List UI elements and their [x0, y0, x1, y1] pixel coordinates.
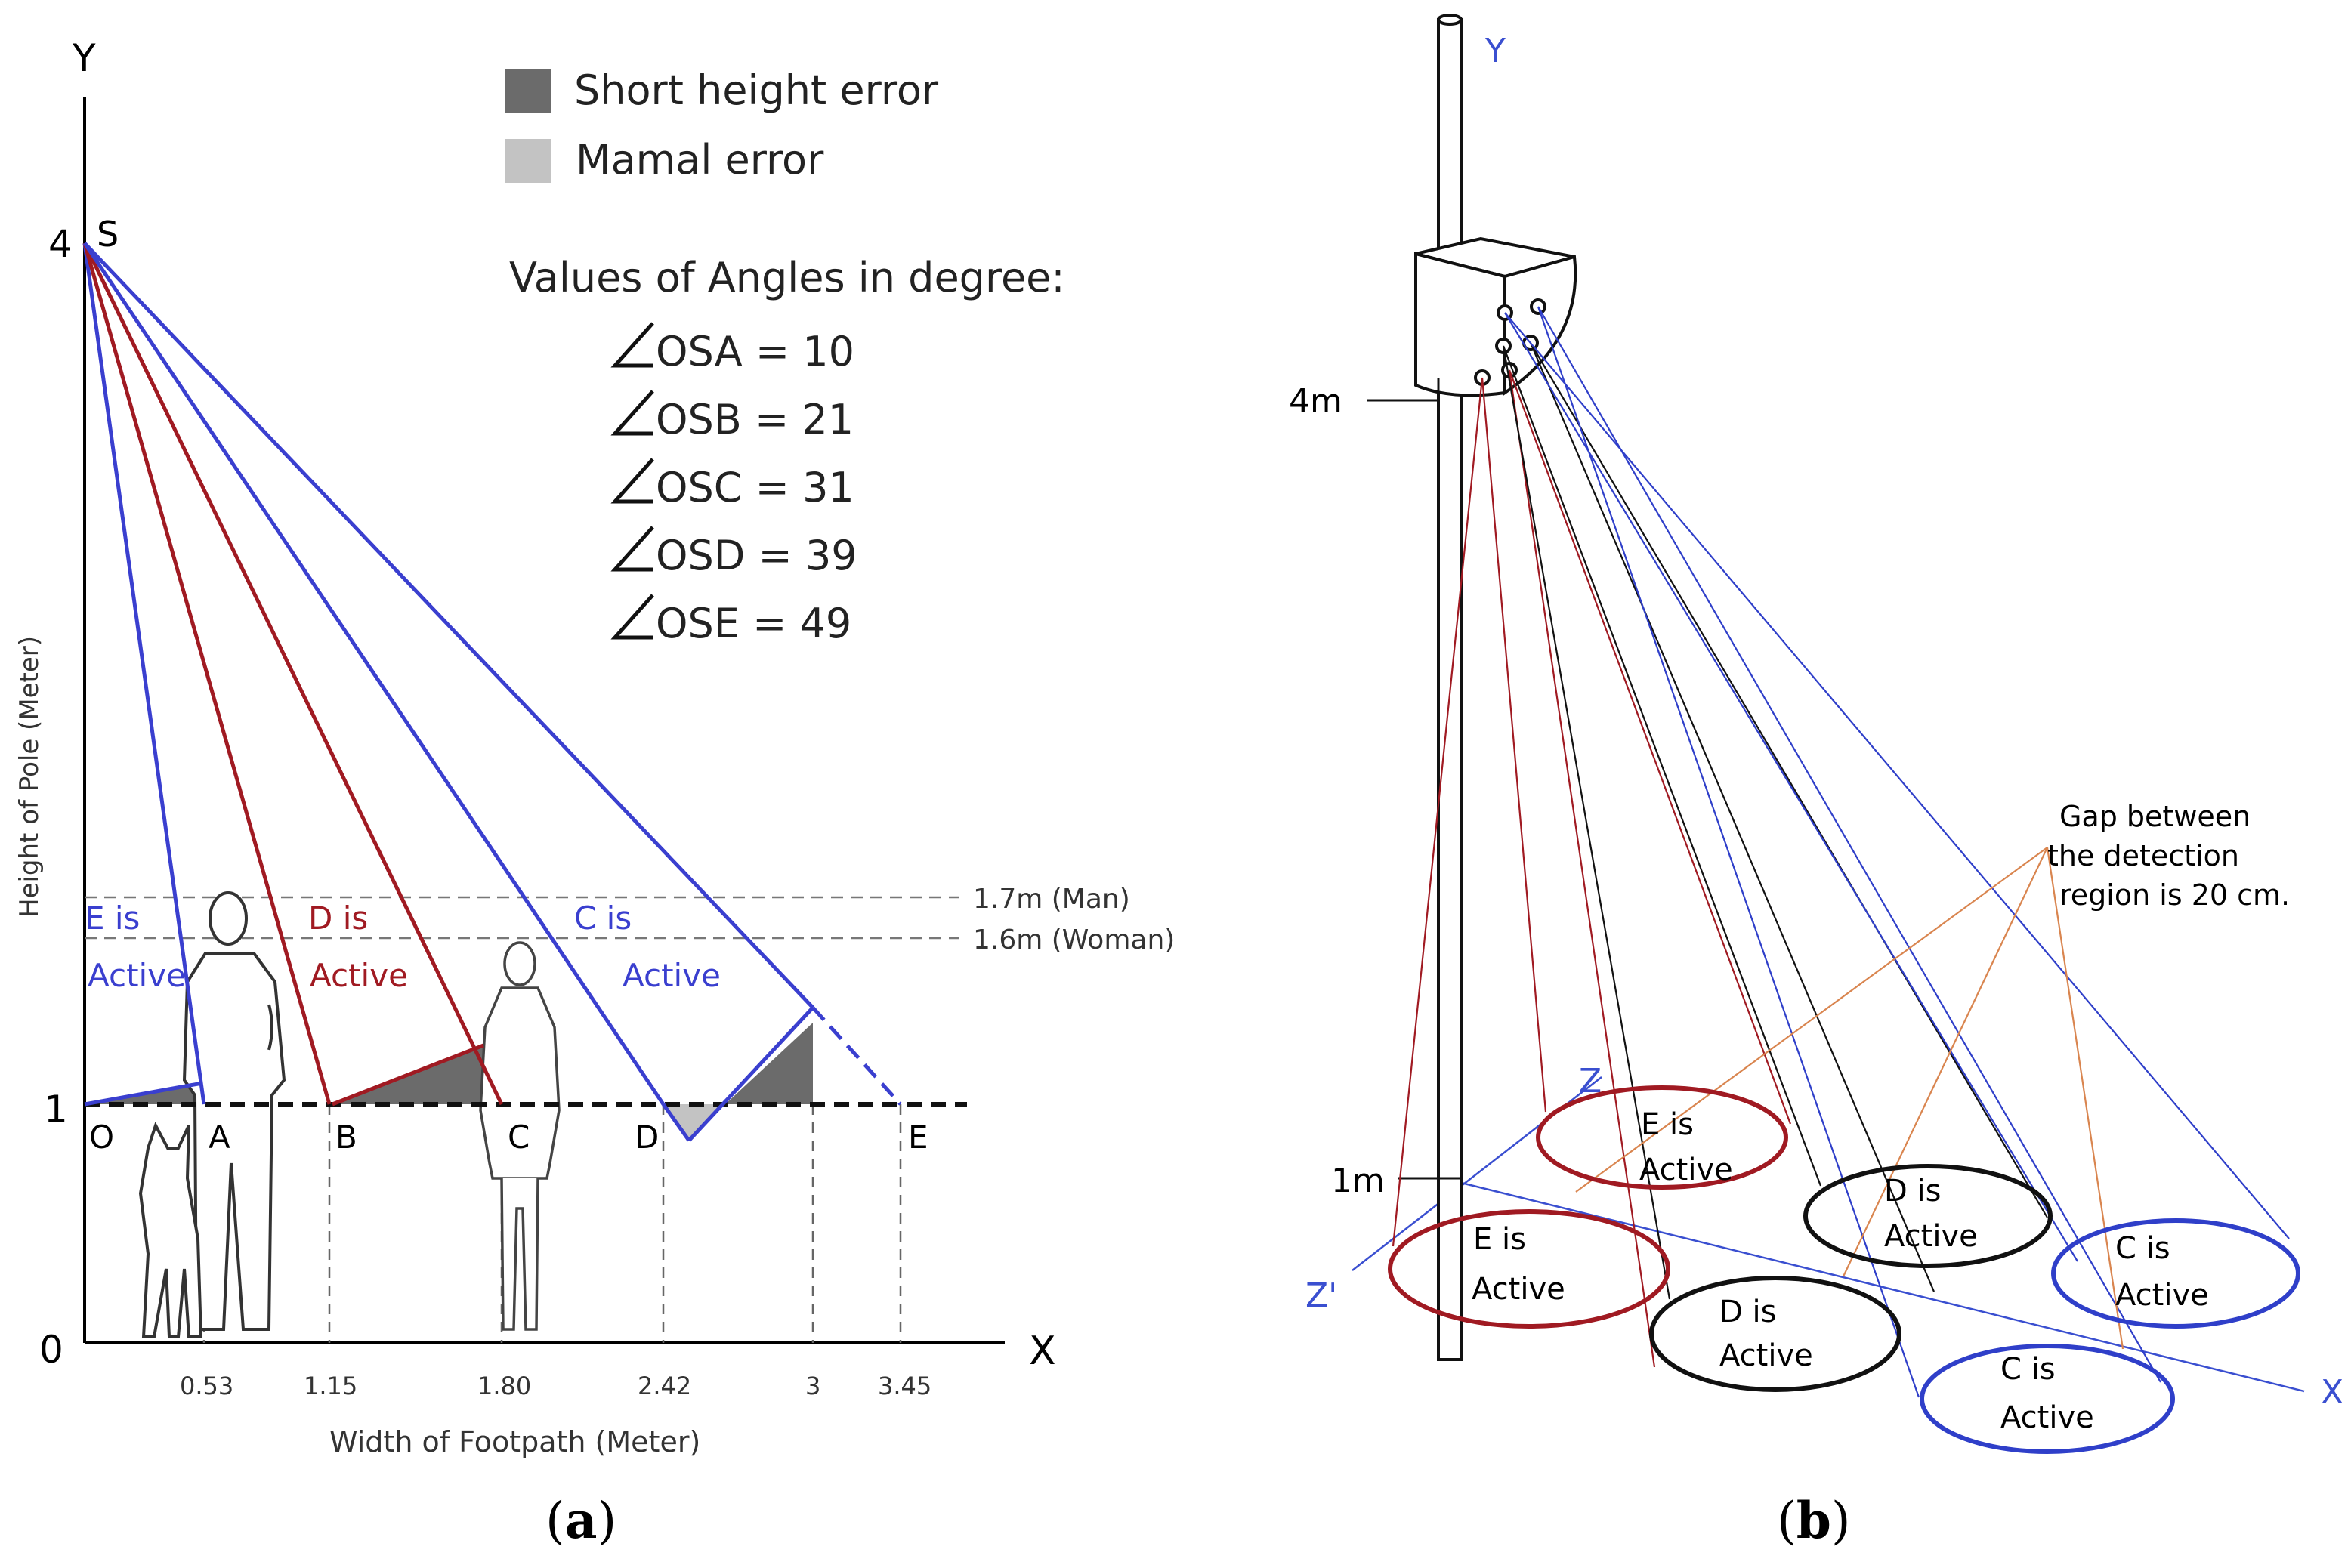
svg-text:Active: Active [1884, 1219, 1978, 1254]
x-tick-3: 2.42 [638, 1372, 691, 1400]
region-d-near: D is Active [1649, 1276, 1901, 1392]
y-tick-1: 1 [44, 1088, 68, 1131]
point-s-label: S [97, 214, 119, 255]
caption-a: (a) [545, 1491, 616, 1550]
d-active-line2: Active [310, 957, 408, 994]
gap-note-line1: Gap between [2059, 800, 2251, 833]
svg-text:Active: Active [1472, 1272, 1565, 1307]
woman-height-label: 1.6m (Woman) [973, 924, 1175, 955]
d-active-line1: D is [308, 900, 368, 937]
point-label-e: E [908, 1119, 928, 1156]
svg-text:OSA = 10: OSA = 10 [656, 328, 854, 375]
svg-text:D is: D is [1884, 1174, 1941, 1208]
svg-text:C is: C is [2115, 1231, 2170, 1266]
x-tick-5: 3.45 [878, 1372, 931, 1400]
x-tick-2: 1.80 [477, 1372, 531, 1400]
legend-dark-swatch [505, 69, 551, 113]
woman-silhouette [479, 941, 561, 1331]
y-tick-0: 0 [39, 1328, 63, 1372]
svg-text:OSE = 49: OSE = 49 [656, 600, 851, 647]
gap-leader-lines [1575, 847, 2124, 1350]
pole-top [1437, 14, 1463, 26]
region-c-far: C is Active [2051, 1218, 2300, 1329]
svg-text:OSD = 39: OSD = 39 [656, 532, 857, 579]
point-label-d: D [635, 1119, 659, 1156]
man-silhouette [182, 891, 286, 1331]
dog-silhouette [138, 1121, 203, 1338]
y-tick-4: 4 [48, 222, 73, 266]
point-label-a: A [209, 1119, 230, 1156]
region-d-far: D is Active [1803, 1164, 2053, 1268]
svg-text:C is: C is [2000, 1352, 2056, 1387]
svg-text:OSB = 21: OSB = 21 [656, 396, 854, 443]
short-height-error-e [725, 1023, 813, 1104]
label-4m: 4m [1289, 382, 1342, 421]
legend-short-height-label: Short height error [574, 66, 939, 114]
point-label-c: C [508, 1119, 530, 1156]
svg-text:OSC = 31: OSC = 31 [656, 464, 854, 511]
x-axis-title: Width of Footpath (Meter) [329, 1425, 700, 1458]
legend-mamal-label: Mamal error [576, 136, 824, 184]
y-axis-letter: Y [72, 36, 96, 80]
svg-text:E is: E is [1473, 1222, 1526, 1257]
detection-rays [1392, 306, 2290, 1398]
axis-z-prime-label: Z' [1305, 1276, 1337, 1315]
mamal-error-d [663, 1104, 725, 1141]
angle-icon [610, 458, 654, 504]
angle-list: OSA = 10 OSB = 21 OSC = 31 OSD = 39 OSE … [610, 322, 857, 647]
legend-light-swatch [505, 139, 551, 183]
c-active-line2: Active [623, 957, 721, 994]
svg-text:Active: Active [2000, 1400, 2094, 1435]
label-1m: 1m [1331, 1162, 1385, 1200]
angle-item: OSD = 39 [610, 526, 857, 579]
svg-text:Active: Active [1639, 1153, 1733, 1187]
gap-note-line2: the detection [2047, 839, 2239, 872]
angle-icon [610, 322, 654, 368]
caption-b: (b) [1777, 1491, 1851, 1550]
sensor-rays [82, 242, 902, 1142]
region-c-near: C is Active [1920, 1344, 2175, 1454]
angle-icon [610, 594, 654, 640]
region-e-near: E is Active [1388, 1209, 1670, 1329]
e-active-line1: E is [85, 900, 140, 937]
x-axis-letter: X [1029, 1329, 1056, 1374]
point-label-o: O [89, 1119, 114, 1156]
region-e-far: E is Active [1536, 1085, 1788, 1190]
angle-item: OSB = 21 [610, 390, 854, 443]
gap-note-line3: region is 20 cm. [2059, 878, 2290, 912]
panel-b: Z Z' X Y 4m 1m [1289, 14, 2343, 1550]
panel-a: Y X 4 1 0 S Height of Pole (Meter) Width… [14, 36, 1175, 1550]
c-active-line1: C is [574, 900, 632, 937]
axis-y-label: Y [1484, 32, 1506, 70]
svg-text:E is: E is [1641, 1107, 1694, 1142]
x-tick-0: 0.53 [180, 1372, 233, 1400]
angle-icon [610, 526, 654, 572]
svg-text:D is: D is [1719, 1295, 1776, 1329]
angle-item: OSA = 10 [610, 322, 854, 375]
angle-item: OSE = 49 [610, 594, 851, 647]
angle-icon [610, 390, 654, 436]
angles-title: Values of Angles in degree: [509, 254, 1065, 301]
sensor-housing [1414, 236, 1577, 397]
man-height-label: 1.7m (Man) [973, 884, 1130, 915]
y-axis-title: Height of Pole (Meter) [14, 636, 45, 918]
e-active-line2: Active [88, 957, 186, 994]
svg-text:Active: Active [1719, 1338, 1813, 1373]
x-tick-4: 3 [805, 1372, 820, 1400]
point-label-b: B [335, 1119, 357, 1156]
svg-text:Active: Active [2115, 1278, 2209, 1313]
x-tick-1: 1.15 [304, 1372, 357, 1400]
axis-x-label: X [2321, 1373, 2343, 1412]
angle-item: OSC = 31 [610, 458, 854, 511]
